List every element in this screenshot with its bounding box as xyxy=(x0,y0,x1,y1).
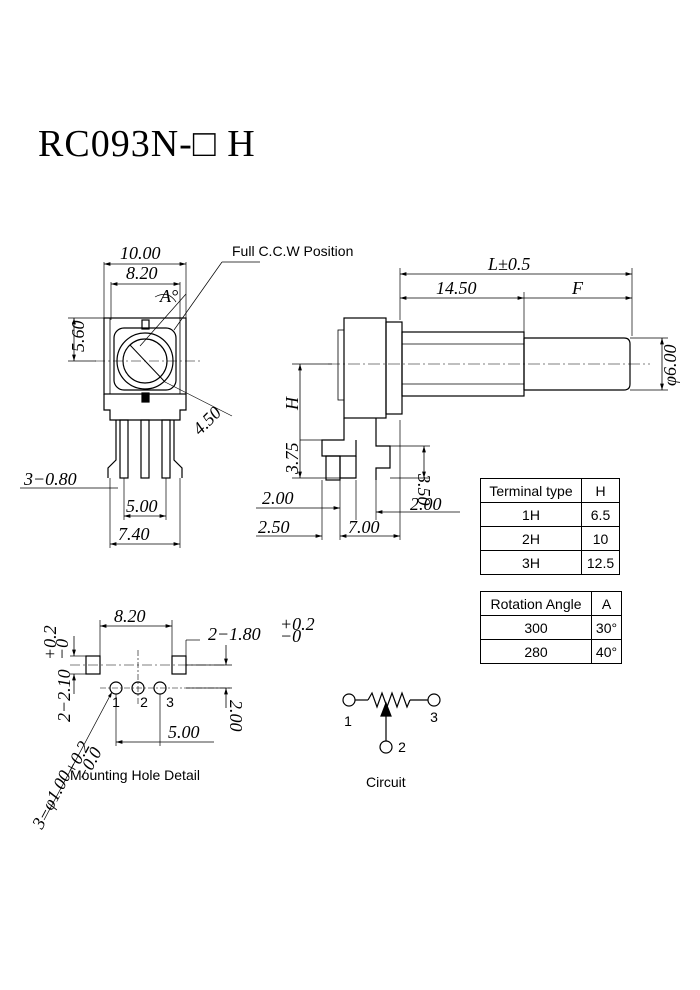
h-header: H xyxy=(581,478,620,503)
dim-h: H xyxy=(282,396,302,411)
mount-pin-2: 2 xyxy=(140,694,148,710)
mount-dim-slot-h-tol2: −0 xyxy=(52,639,72,660)
side-view xyxy=(256,268,668,540)
dim-radius: 4.50 xyxy=(189,402,225,438)
table-header-row: Terminal type H xyxy=(480,478,620,503)
circuit-pin-1: 1 xyxy=(344,713,352,729)
dim-body: 14.50 xyxy=(436,278,477,298)
dim-200-left: 2.00 xyxy=(262,488,294,508)
circuit-symbol xyxy=(342,691,441,754)
h-cell: 6.5 xyxy=(581,502,620,527)
rotation-cell: 280 xyxy=(480,639,592,664)
a-cell: 30° xyxy=(591,615,622,640)
mounting-hole-detail xyxy=(43,620,232,821)
table-row: 280 40° xyxy=(480,639,622,664)
mount-dim-500: 5.00 xyxy=(168,722,200,742)
terminal-cell: 3H xyxy=(480,550,582,575)
mount-pin-3: 3 xyxy=(166,694,174,710)
terminal-header: Terminal type xyxy=(480,478,582,503)
dim-375: 3.75 xyxy=(282,443,302,476)
front-view xyxy=(20,261,260,548)
dim-width: 10.00 xyxy=(120,243,161,263)
h-cell: 10 xyxy=(581,526,620,551)
a-header: A xyxy=(591,591,622,616)
rotation-cell: 300 xyxy=(480,615,592,640)
mount-dim-slot: 2−1.80 xyxy=(208,624,261,644)
table-header-row: Rotation Angle A xyxy=(480,591,622,616)
terminal-type-table: Terminal type H 1H 6.5 2H 10 3H 12.5 xyxy=(480,478,620,575)
table-row: 2H 10 xyxy=(480,526,620,551)
dim-angle: A° xyxy=(159,286,178,306)
a-cell: 40° xyxy=(591,639,622,664)
terminal-cell: 2H xyxy=(480,526,582,551)
terminal-cell: 1H xyxy=(480,502,582,527)
rotation-header: Rotation Angle xyxy=(480,591,592,616)
mount-dim-slot-h: 2−2.10 xyxy=(54,669,74,722)
dim-pitch: 5.00 xyxy=(126,496,158,516)
mount-dim-slot-tol: +0.2 xyxy=(280,614,315,634)
dim-shaft-dia: φ6.00 xyxy=(660,345,680,386)
rotation-angle-table: Rotation Angle A 300 30° 280 40° xyxy=(480,591,622,664)
mount-dim-200: 2.00 xyxy=(226,700,246,732)
table-row: 300 30° xyxy=(480,615,622,640)
dim-f: F xyxy=(571,278,584,298)
dim-length: L±0.5 xyxy=(487,254,530,274)
dim-200-right: 2.00 xyxy=(410,494,442,514)
circuit-pin-3: 3 xyxy=(430,709,438,725)
dim-total: 7.40 xyxy=(118,524,150,544)
mount-dim-slot-h-tol: +0.2 xyxy=(40,625,60,660)
dim-250: 2.50 xyxy=(258,517,290,537)
mount-dim-hole: 3−φ1.00 xyxy=(27,767,75,833)
table-row: 3H 12.5 xyxy=(480,550,620,575)
mount-pin-1: 1 xyxy=(112,694,120,710)
mount-dim-slot-tol2: −0 xyxy=(280,626,301,646)
circuit-caption: Circuit xyxy=(366,774,406,790)
dim-height: 5.60 xyxy=(68,321,88,353)
circuit-pin-2: 2 xyxy=(398,739,406,755)
mounting-caption: Mounting Hole Detail xyxy=(70,767,200,783)
ccw-label: Full C.C.W Position xyxy=(232,243,353,259)
mount-dim-820: 8.20 xyxy=(114,606,146,626)
table-row: 1H 6.5 xyxy=(480,502,620,527)
dim-inner-width: 8.20 xyxy=(126,263,158,283)
h-cell: 12.5 xyxy=(581,550,620,575)
dim-350: 3.50 xyxy=(414,473,434,506)
dim-pins: 3−0.80 xyxy=(23,469,77,489)
dim-700: 7.00 xyxy=(348,517,380,537)
drawing-title: RC093N-□ H xyxy=(38,123,256,165)
